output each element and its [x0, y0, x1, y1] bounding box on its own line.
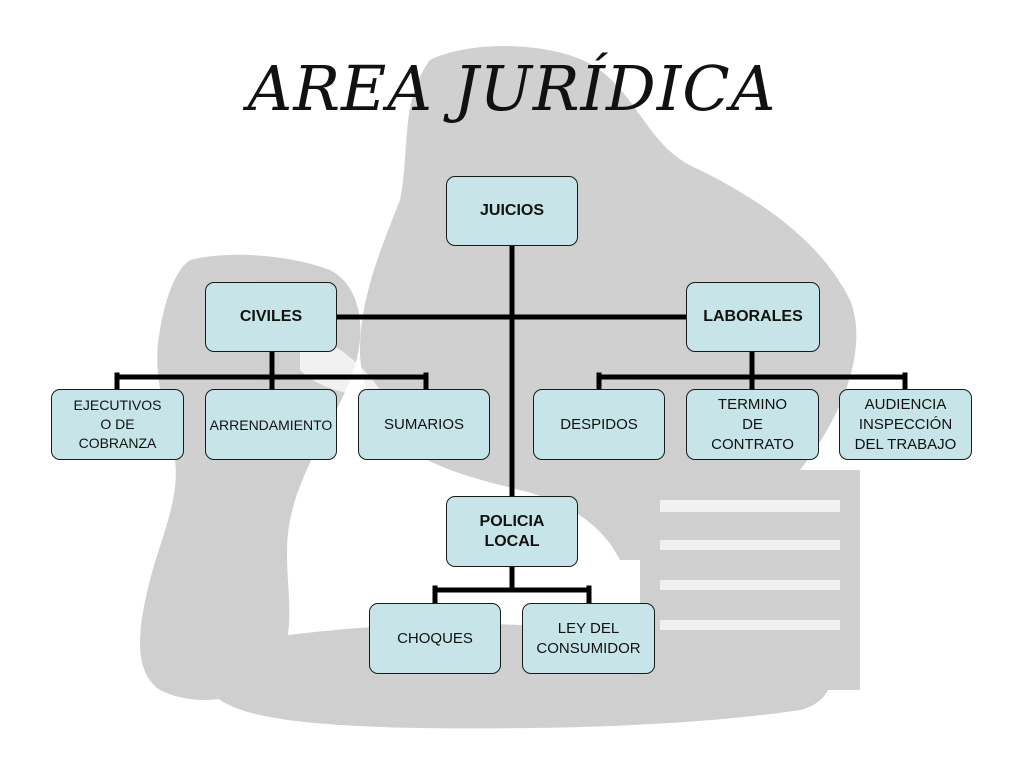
- node-sumarios: SUMARIOS: [358, 389, 490, 460]
- node-arrendamiento: ARRENDAMIENTO: [205, 389, 337, 460]
- node-civiles: CIVILES: [205, 282, 337, 352]
- node-juicios: JUICIOS: [446, 176, 578, 246]
- node-audiencia-inspeccion-del-trabajo: AUDIENCIA INSPECCIÓN DEL TRABAJO: [839, 389, 972, 460]
- node-ley-del-consumidor: LEY DEL CONSUMIDOR: [522, 603, 655, 674]
- node-despidos: DESPIDOS: [533, 389, 665, 460]
- node-policia-local: POLICIA LOCAL: [446, 496, 578, 567]
- node-laborales: LABORALES: [686, 282, 820, 352]
- page-title: AREA JURÍDICA: [247, 52, 777, 125]
- node-termino-de-contrato: TERMINO DE CONTRATO: [686, 389, 819, 460]
- node-choques: CHOQUES: [369, 603, 501, 674]
- node-ejecutivos-o-de-cobranza: EJECUTIVOS O DE COBRANZA: [51, 389, 184, 460]
